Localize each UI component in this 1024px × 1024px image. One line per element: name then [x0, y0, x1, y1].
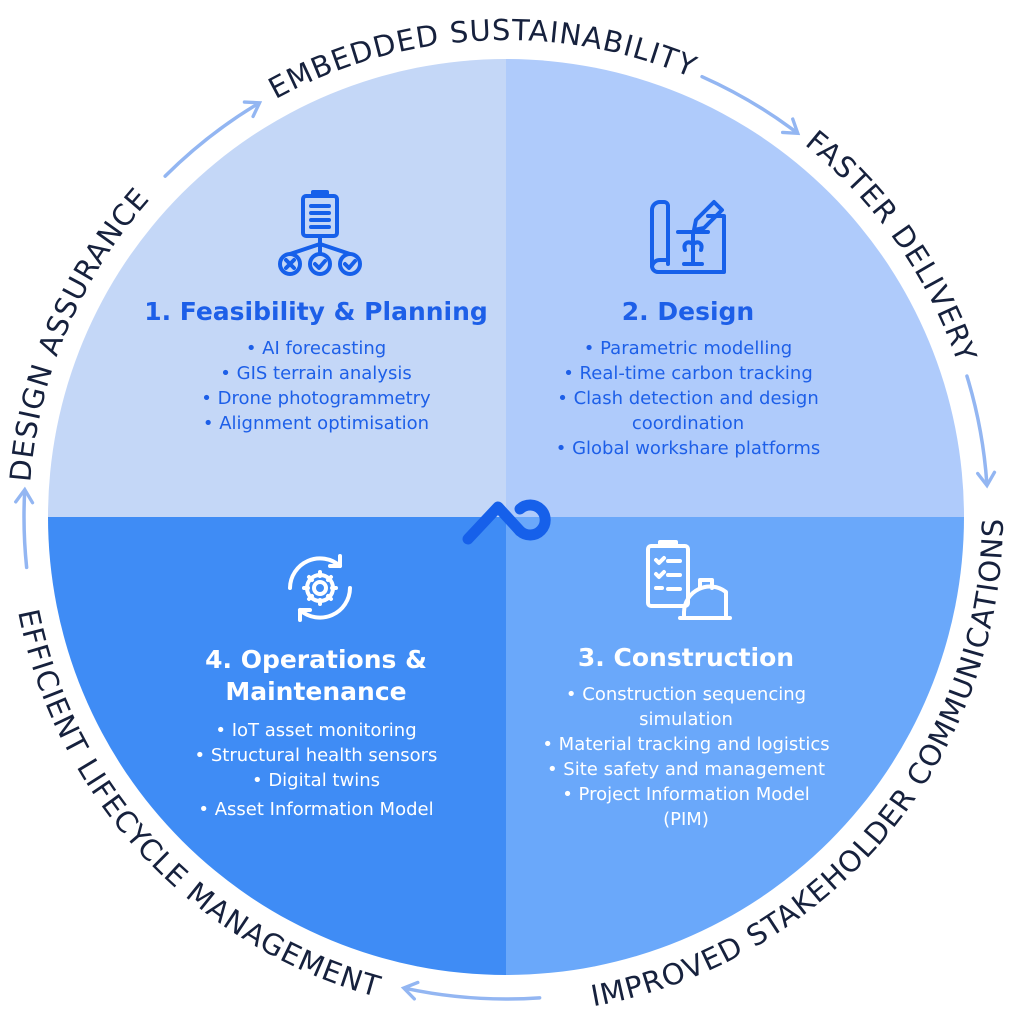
design-bullet: • Parametric modelling — [583, 338, 793, 359]
operations-block: 4. Operations & Maintenance • IoT asset … — [116, 644, 516, 822]
design-title: 2. Design — [621, 297, 755, 326]
operations-bullet: • Structural health sensors — [194, 745, 438, 766]
construction-bullet: • Project Information Model — [562, 784, 810, 805]
lifecycle-disc — [48, 59, 964, 975]
gear-cycle-icon — [288, 554, 352, 622]
checklist-hardhat-icon — [646, 540, 732, 620]
cycle-arrow-icon — [14, 486, 35, 570]
construction-block: 3. Construction • Construction sequencin… — [486, 642, 886, 832]
quadrant-operations — [48, 517, 506, 975]
construction-title: 3. Construction — [577, 643, 795, 672]
construction-bullet: • Construction sequencing — [565, 684, 807, 705]
construction-bullet: • Site safety and management — [546, 759, 826, 780]
quadrant-construction — [506, 517, 964, 975]
feasibility-bullet: • GIS terrain analysis — [220, 363, 412, 384]
feasibility-bullet: • AI forecasting — [245, 338, 387, 359]
construction-bullet: • Material tracking and logistics — [542, 734, 830, 755]
feasibility-title: 1. Feasibility & Planning — [144, 297, 488, 326]
quadrant-design — [506, 59, 964, 517]
label-embedded-sustainability: EMBEDDED SUSTAINABILITY — [263, 13, 702, 106]
blueprint-pencil-icon — [650, 200, 726, 274]
design-bullet: coordination — [631, 413, 745, 434]
construction-bullet: (PIM) — [663, 809, 709, 830]
operations-bullet: • Digital twins — [251, 770, 380, 791]
feasibility-bullet: • Alignment optimisation — [202, 413, 430, 434]
quadrant-feasibility — [48, 59, 506, 517]
design-bullet: • Global workshare platforms — [555, 438, 821, 459]
operations-title-line2: Maintenance — [225, 677, 407, 706]
operations-bullet: • Asset Information Model — [198, 799, 434, 820]
feasibility-bullet: • Drone photogrammetry — [201, 388, 431, 409]
design-bullet: • Clash detection and design — [557, 388, 819, 409]
cycle-arrow-icon — [700, 74, 801, 136]
construction-bullet: simulation — [639, 709, 733, 730]
operations-bullet: • IoT asset monitoring — [215, 720, 417, 741]
cycle-arrow-icon — [163, 100, 263, 178]
feasibility-block: 1. Feasibility & Planning • AI forecasti… — [116, 296, 516, 436]
clipboard-decision-icon — [278, 190, 362, 276]
design-bullet: • Real-time carbon tracking — [563, 363, 813, 384]
brand-logo-icon — [462, 499, 551, 545]
operations-title-line1: 4. Operations & — [205, 645, 427, 674]
cycle-arrow-icon — [400, 980, 542, 1001]
cycle-arrow-icon — [965, 374, 997, 489]
design-block: 2. Design • Parametric modelling • Real-… — [488, 296, 888, 461]
